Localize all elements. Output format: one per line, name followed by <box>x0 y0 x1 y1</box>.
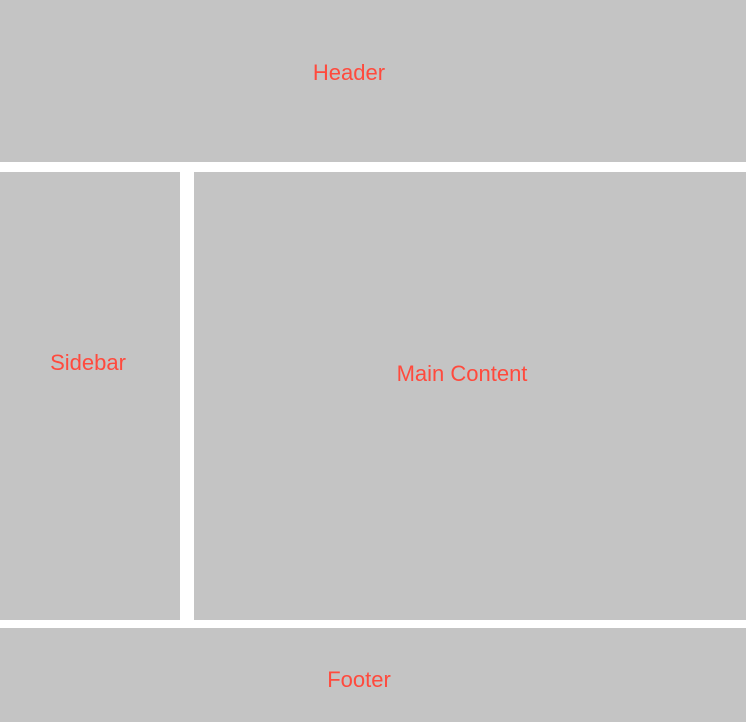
footer-region: Footer <box>0 628 746 722</box>
footer-label: Footer <box>327 667 391 692</box>
header-region: Header <box>0 0 746 162</box>
header-label: Header <box>312 60 386 85</box>
main-content-label: Main Content <box>396 361 528 386</box>
sidebar-label: Sidebar <box>50 350 126 375</box>
main-content-region: Main Content <box>194 172 746 620</box>
sidebar-region: Sidebar <box>0 172 180 620</box>
